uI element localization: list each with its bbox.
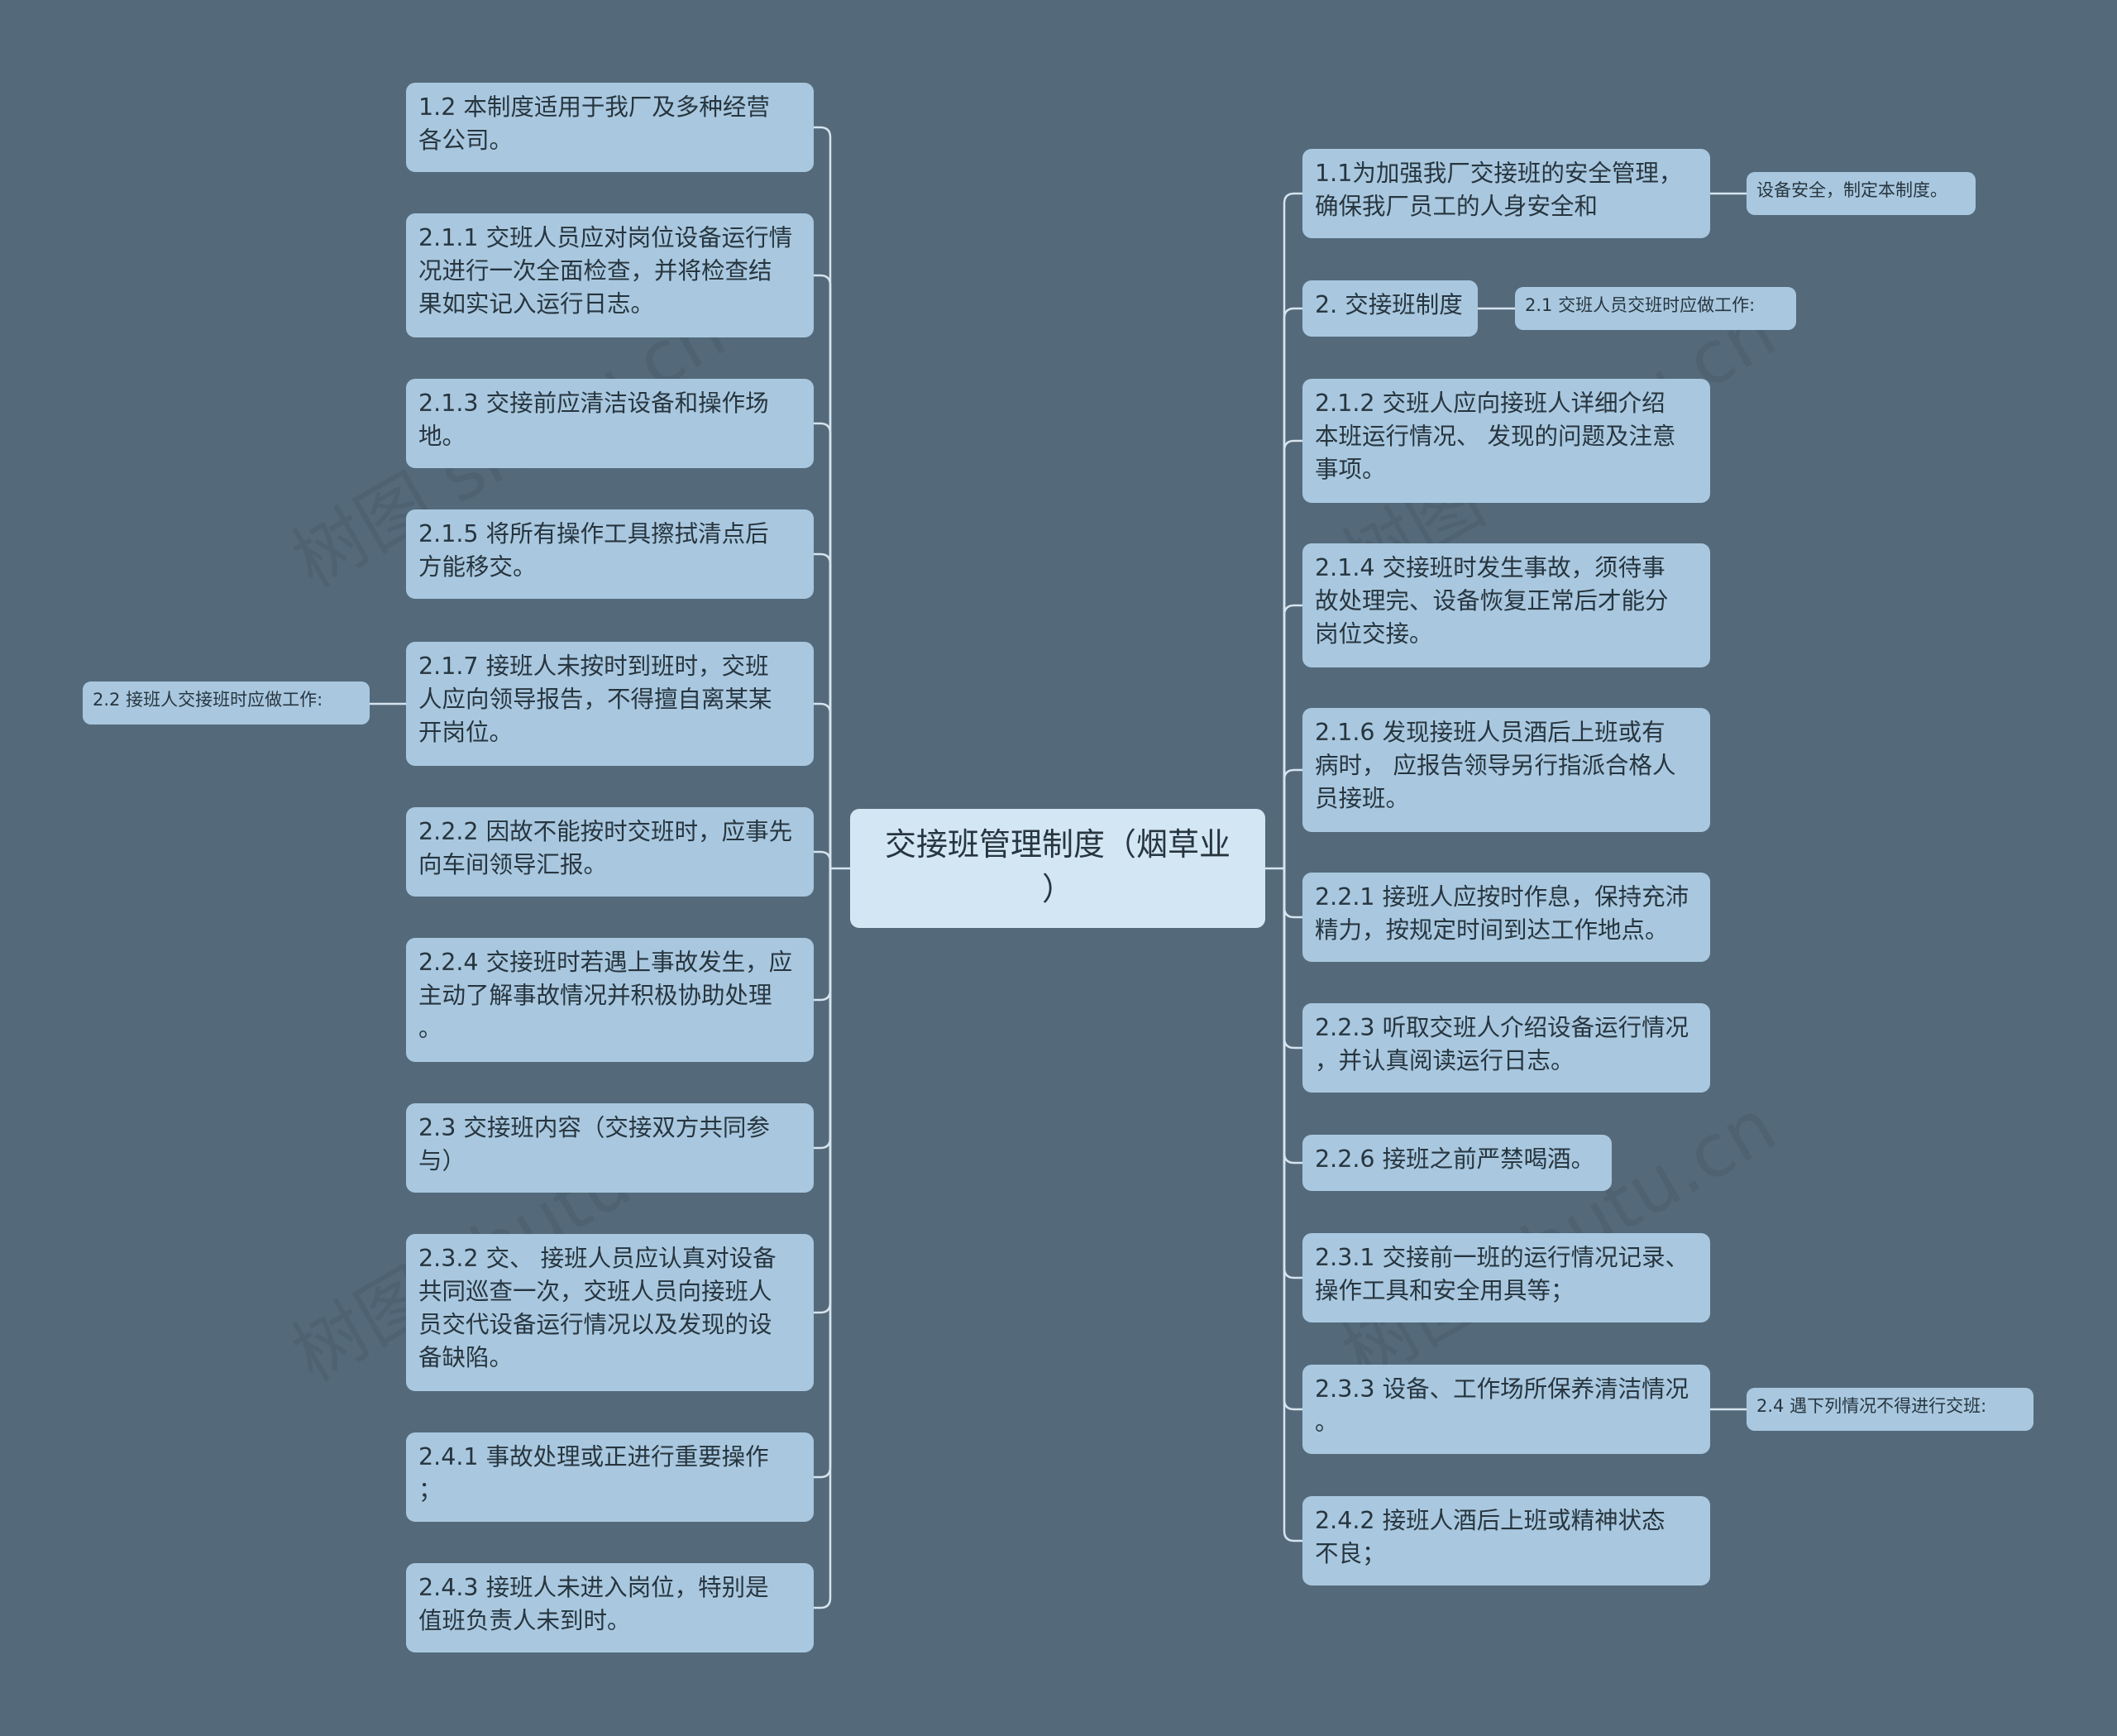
right-node[interactable]: 2.1.4 交接班时发生事故，须待事 故处理完、设备恢复正常后才能分 岗位交接。 xyxy=(1302,543,1710,667)
left-node[interactable]: 2.2.4 交接班时若遇上事故发生，应 主动了解事故情况并积极协助处理 。 xyxy=(406,938,814,1062)
right-node[interactable]: 2.4.2 接班人酒后上班或精神状态 不良； xyxy=(1302,1496,1710,1585)
branch-right xyxy=(1283,604,1302,868)
sub-node[interactable]: 2.4 遇下列情况不得进行交班: xyxy=(1747,1388,2033,1431)
branch-right xyxy=(1283,868,1302,1279)
central-topic[interactable]: 交接班管理制度（烟草业 ） xyxy=(850,809,1265,928)
right-node[interactable]: 2.2.1 接班人应按时作息，保持充沛 精力，按规定时间到达工作地点。 xyxy=(1302,873,1710,962)
branch-right xyxy=(1283,868,1302,1411)
left-node[interactable]: 2.1.1 交班人员应对岗位设备运行情 况进行一次全面检查，并将检查结 果如实记… xyxy=(406,213,814,337)
left-node[interactable]: 2.4.3 接班人未进入岗位，特别是 值班负责人未到时。 xyxy=(406,1563,814,1652)
branch-right xyxy=(1283,768,1302,868)
branch-right xyxy=(1283,192,1302,868)
branch-left xyxy=(814,126,832,868)
left-node[interactable]: 2.1.5 将所有操作工具擦拭清点后 方能移交。 xyxy=(406,509,814,599)
right-node[interactable]: 2.1.2 交班人应向接班人详细介绍 本班运行情况、 发现的问题及注意 事项。 xyxy=(1302,379,1710,503)
left-node[interactable]: 2.2.2 因故不能按时交班时，应事先 向车间领导汇报。 xyxy=(406,807,814,897)
branch-right xyxy=(1283,868,1302,1165)
branch-right xyxy=(1283,868,1302,919)
right-node[interactable]: 2.3.1 交接前一班的运行情况记录、 操作工具和安全用具等； xyxy=(1302,1233,1710,1322)
left-node[interactable]: 1.2 本制度适用于我厂及多种经营 各公司。 xyxy=(406,83,814,172)
sub-node[interactable]: 设备安全，制定本制度。 xyxy=(1747,172,1976,215)
sub-node[interactable]: 2.1 交班人员交班时应做工作: xyxy=(1515,287,1796,330)
right-node[interactable]: 2.2.3 听取交班人介绍设备运行情况 ，并认真阅读运行日志。 xyxy=(1302,1003,1710,1093)
branch-left xyxy=(814,868,832,1609)
branch-left xyxy=(814,552,832,868)
sub-node[interactable]: 2.2 接班人交接班时应做工作: xyxy=(83,681,370,725)
branch-right xyxy=(1283,307,1302,868)
right-node[interactable]: 2.1.6 发现接班人员酒后上班或有 病时， 应报告领导另行指派合格人 员接班。 xyxy=(1302,708,1710,832)
branch-left xyxy=(814,422,832,868)
branch-right xyxy=(1283,439,1302,868)
branch-right xyxy=(1283,868,1302,1050)
left-node[interactable]: 2.4.1 事故处理或正进行重要操作 ； xyxy=(406,1432,814,1522)
branch-left xyxy=(814,868,832,1479)
branch-right xyxy=(1283,868,1302,1542)
branch-left xyxy=(814,702,832,868)
right-node[interactable]: 2.2.6 接班之前严禁喝酒。 xyxy=(1302,1135,1612,1191)
right-node[interactable]: 1.1为加强我厂交接班的安全管理， 确保我厂员工的人身安全和 xyxy=(1302,149,1710,238)
left-node[interactable]: 2.1.3 交接前应清洁设备和操作场 地。 xyxy=(406,379,814,468)
branch-left xyxy=(814,850,832,868)
branch-left xyxy=(814,868,832,1150)
left-node[interactable]: 2.3 交接班内容（交接双方共同参 与） xyxy=(406,1103,814,1193)
left-node[interactable]: 2.1.7 接班人未按时到班时，交班 人应向领导报告，不得擅自离某某 开岗位。 xyxy=(406,642,814,766)
left-node[interactable]: 2.3.2 交、 接班人员应认真对设备 共同巡查一次，交班人员向接班人 员交代设… xyxy=(406,1234,814,1391)
right-node[interactable]: 2.3.3 设备、工作场所保养清洁情况 。 xyxy=(1302,1365,1710,1454)
branch-left xyxy=(814,274,832,868)
branch-left xyxy=(814,868,832,1314)
branch-left xyxy=(814,868,832,1002)
right-node[interactable]: 2. 交接班制度 xyxy=(1302,280,1478,337)
